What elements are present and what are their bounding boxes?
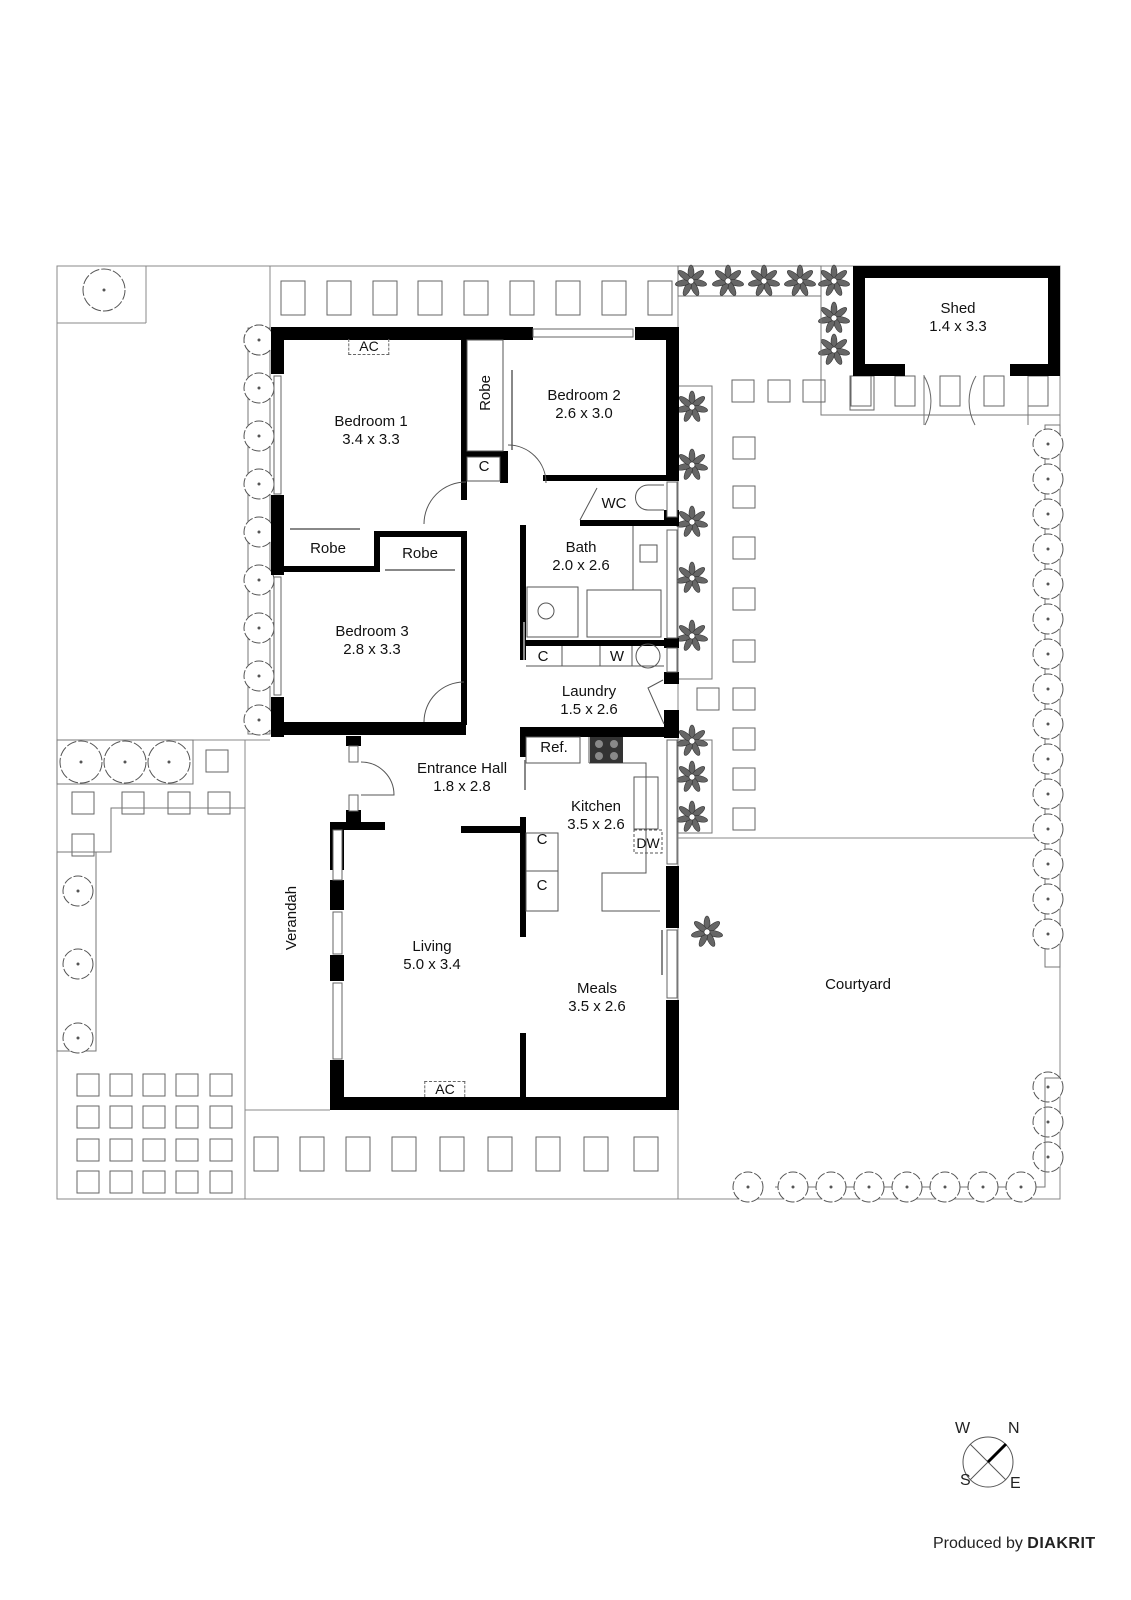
label-ac-bedroom1: AC <box>348 339 390 355</box>
room-dims: 1.4 x 3.3 <box>929 318 987 335</box>
room-dims: 1.5 x 2.6 <box>560 701 618 718</box>
compass-south: S <box>960 1472 971 1489</box>
room-dims: 3.4 x 3.3 <box>342 431 400 448</box>
room-dims: 3.5 x 2.6 <box>567 816 625 833</box>
room-dims: 2.0 x 2.6 <box>552 557 610 574</box>
pavers-grid-left <box>76 1073 233 1194</box>
compass-icon <box>962 1436 1014 1488</box>
label-cupboard-hall: C <box>478 458 490 475</box>
room-name: Laundry <box>561 683 617 700</box>
room-name: Bedroom 1 <box>334 413 408 430</box>
pavers-east <box>696 436 756 831</box>
room-name: Bedroom 2 <box>547 387 621 404</box>
room-name: Shed <box>940 300 976 317</box>
room-name: Living <box>412 938 452 955</box>
room-dims: 2.8 x 3.3 <box>343 641 401 658</box>
label-robe-bedroom1: Robe <box>310 540 346 557</box>
plants-top-right <box>674 264 851 366</box>
room-name: Bedroom 3 <box>335 623 409 640</box>
room-name: Entrance Hall <box>416 760 508 777</box>
cooktop-icon <box>590 737 623 763</box>
label-dishwasher: DW <box>636 835 660 851</box>
label-robe-bedroom2: Robe <box>477 375 494 411</box>
label-refrigerator: Ref. <box>540 739 568 756</box>
compass-north: N <box>1008 1420 1020 1437</box>
credit-prefix: Produced by <box>933 1535 1023 1552</box>
label-ac-living: AC <box>424 1081 466 1097</box>
producer-credit: Produced by DIAKRIT <box>933 1535 1096 1553</box>
pavers-bottom <box>253 1136 659 1172</box>
label-robe-bedroom3: Robe <box>402 545 438 562</box>
room-dims: 5.0 x 3.4 <box>403 956 461 973</box>
label-laundry-cupboard: C <box>537 648 549 665</box>
room-dims: 1.8 x 2.8 <box>433 778 491 795</box>
pavers-top <box>280 280 673 316</box>
room-name: Bath <box>565 539 597 556</box>
room-dims: 2.6 x 3.0 <box>555 405 613 422</box>
windows <box>273 328 678 1060</box>
label-wc: WC <box>601 495 627 512</box>
plants-east <box>675 390 709 652</box>
room-dims: 3.5 x 2.6 <box>568 998 626 1015</box>
label-courtyard: Courtyard <box>825 976 891 993</box>
shed <box>853 266 1060 376</box>
house-walls <box>271 327 679 1110</box>
label-washer: W <box>609 648 625 665</box>
compass-east: E <box>1010 1475 1021 1492</box>
label-verandah: Verandah <box>283 885 300 951</box>
compass-west: W <box>955 1420 971 1437</box>
room-name: Meals <box>576 980 618 997</box>
credit-brand: DIAKRIT <box>1027 1535 1096 1552</box>
hedge-bottom <box>732 1171 1037 1203</box>
label-kitchen-cupboard-2: C <box>536 877 548 894</box>
fixtures <box>290 339 665 975</box>
room-name: Kitchen <box>570 798 622 815</box>
shrub-row-left <box>243 324 275 736</box>
label-kitchen-cupboard-1: C <box>536 831 548 848</box>
hedge-right <box>1032 428 1064 1173</box>
